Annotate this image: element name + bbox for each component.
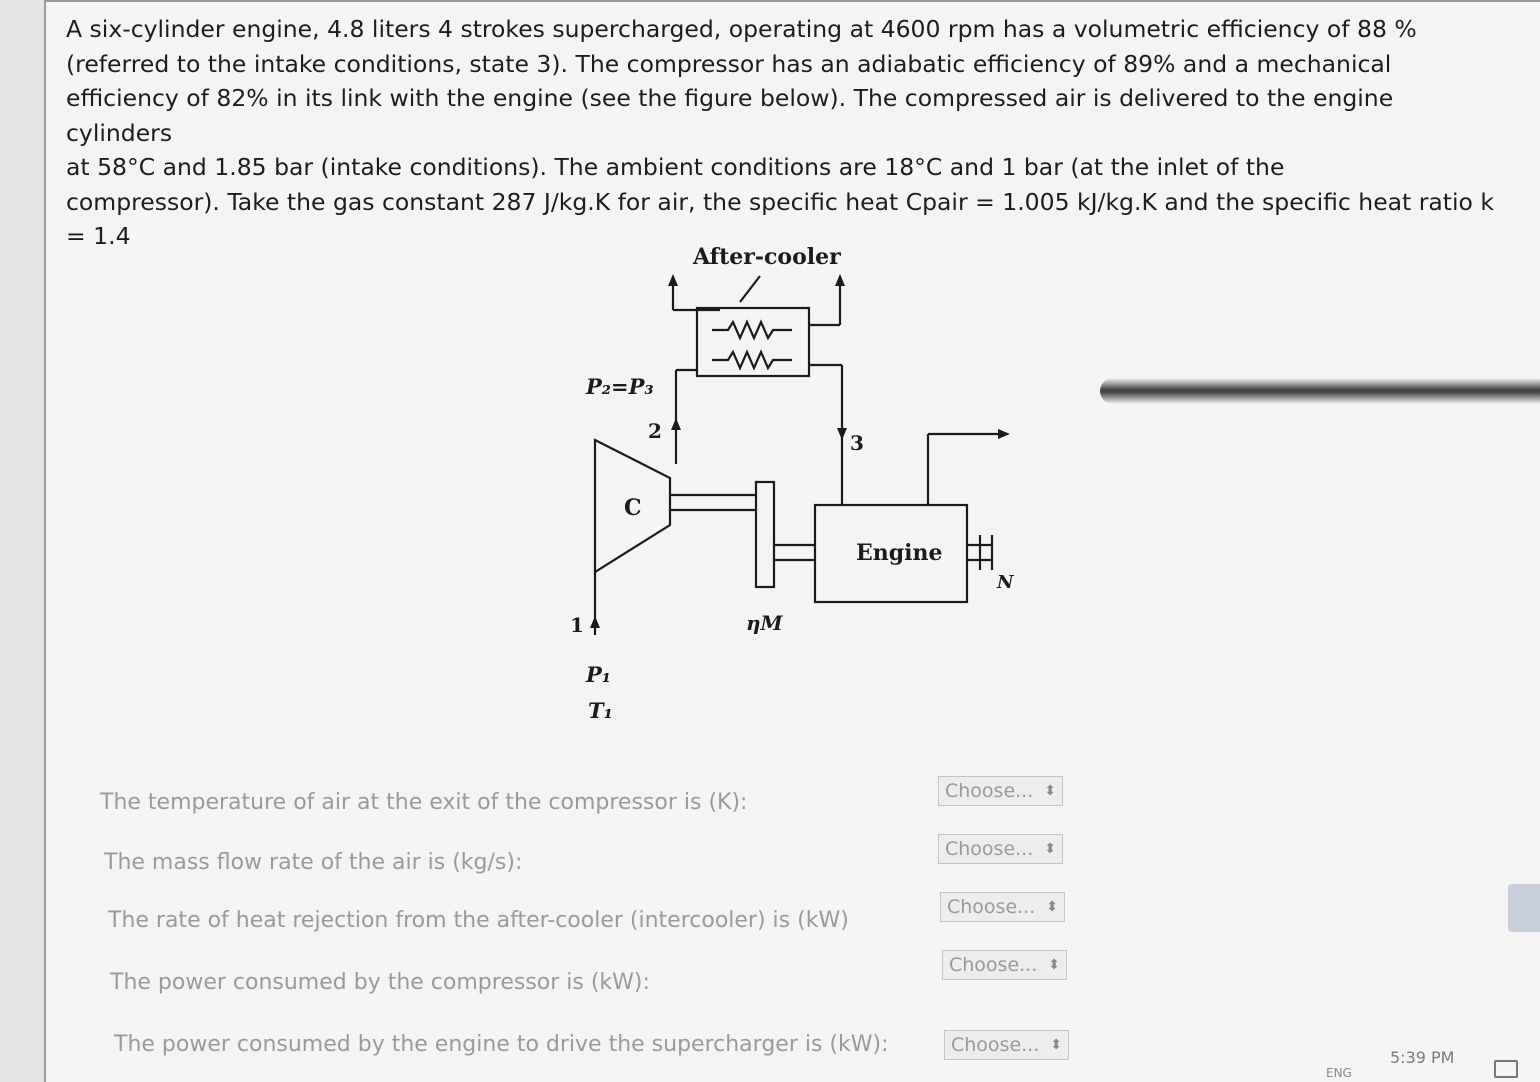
state3-arrow (837, 428, 847, 440)
coolant-in-arrow (668, 274, 678, 286)
speed-n-label: N (996, 572, 1015, 593)
question-label: The rate of heat rejection from the afte… (108, 907, 849, 933)
answer-select[interactable]: Choose... ⬍ (938, 776, 1063, 806)
inlet-arrow (590, 616, 600, 628)
state-1-label: 1 (570, 613, 584, 637)
question-label: The power consumed by the engine to driv… (114, 1031, 889, 1057)
p2-p3-label: P₂=P₃ (585, 374, 654, 399)
language-indicator[interactable]: ENG (1326, 1066, 1352, 1080)
question-sheet (44, 0, 1540, 1082)
state2-arrow (671, 418, 681, 430)
eta-m-label: ηM (746, 611, 784, 635)
select-value: Choose... (947, 896, 1036, 918)
t1-label: T₁ (588, 698, 613, 723)
problem-line: at 58°C and 1.85 bar (intake conditions)… (66, 153, 1285, 181)
screen-glare (1100, 378, 1540, 404)
problem-line: (referred to the intake conditions, stat… (66, 49, 1392, 78)
select-value: Choose... (945, 838, 1034, 860)
problem-line: compressor). Take the gas constant 287 J… (66, 187, 1495, 216)
answer-select[interactable]: Choose... ⬍ (944, 1030, 1069, 1060)
notification-icon[interactable] (1494, 1060, 1518, 1078)
problem-statement: A six-cylinder engine, 4.8 liters 4 stro… (66, 12, 1506, 254)
select-arrows-icon: ⬍ (1050, 1037, 1062, 1053)
select-value: Choose... (951, 1034, 1040, 1056)
question-row: The mass flow rate of the air is (kg/s): (104, 842, 1084, 882)
aftercooler-label: After-cooler (692, 244, 841, 270)
select-arrows-icon: ⬍ (1044, 841, 1056, 857)
select-value: Choose... (945, 780, 1034, 802)
compressor-label: C (624, 495, 642, 521)
problem-line: efficiency of 82% in its link with the e… (66, 84, 1394, 147)
select-value: Choose... (949, 954, 1038, 976)
coolant-out-arrow (835, 274, 845, 286)
taskbar-clock[interactable]: 5:39 PM (1390, 1048, 1455, 1067)
problem-line: A six-cylinder engine, 4.8 liters 4 stro… (66, 15, 1417, 43)
p1-label: P₁ (585, 662, 611, 687)
engine-label: Engine (856, 540, 943, 566)
aftercooler-box (695, 306, 811, 378)
select-arrows-icon: ⬍ (1046, 899, 1058, 915)
question-row: The power consumed by the engine to driv… (114, 1024, 1094, 1064)
compressor-shape (593, 438, 672, 574)
supercharger-diagram: After-cooler P₂=P₃ 2 3 1 C Engine ηM N P… (560, 230, 1030, 750)
cooler-slash (739, 275, 761, 303)
question-label: The temperature of air at the exit of th… (100, 789, 748, 815)
question-row: The temperature of air at the exit of th… (100, 782, 1080, 822)
select-arrows-icon: ⬍ (1048, 957, 1060, 973)
engine-box (813, 503, 969, 604)
answer-select[interactable]: Choose... ⬍ (942, 950, 1067, 980)
question-row: The rate of heat rejection from the afte… (108, 900, 1088, 940)
question-label: The mass flow rate of the air is (kg/s): (104, 849, 523, 875)
problem-line: = 1.4 (66, 222, 131, 250)
answer-select[interactable]: Choose... ⬍ (938, 834, 1063, 864)
cooler-coil-top (712, 319, 792, 341)
answer-select[interactable]: Choose... ⬍ (940, 892, 1065, 922)
exhaust-arrow (998, 429, 1010, 439)
diagram-svg: After-cooler P₂=P₃ 2 3 1 C Engine ηM N P… (570, 244, 1015, 723)
cooler-coil-bottom (712, 349, 792, 371)
gearbox (754, 480, 776, 589)
side-scroll-tab[interactable] (1508, 884, 1540, 932)
question-row: The power consumed by the compressor is … (110, 962, 1090, 1002)
select-arrows-icon: ⬍ (1044, 783, 1056, 799)
question-label: The power consumed by the compressor is … (110, 969, 650, 995)
state-3-label: 3 (850, 431, 864, 455)
state-2-label: 2 (648, 419, 662, 443)
